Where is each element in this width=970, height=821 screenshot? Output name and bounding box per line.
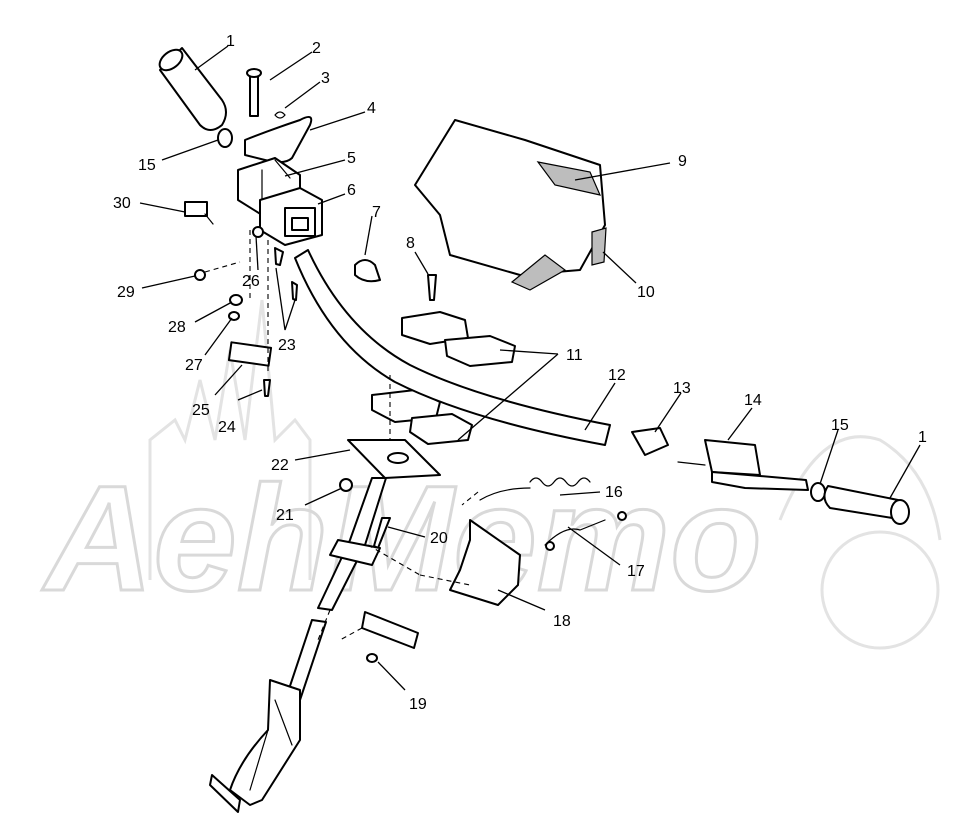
callout-25: 25	[192, 402, 210, 419]
callout-10: 10	[637, 284, 655, 301]
callout-26: 26	[242, 273, 260, 290]
right-grip	[823, 485, 910, 525]
callout-17: 17	[627, 563, 645, 580]
callout-6: 6	[347, 182, 356, 199]
callout-7: 7	[372, 204, 381, 221]
headlight-pod	[414, 119, 607, 291]
kill-switch	[184, 201, 214, 225]
callout-19: 19	[409, 696, 427, 713]
callout-15-left: 15	[138, 157, 156, 174]
callout-29: 29	[117, 284, 135, 301]
callout-14: 14	[744, 392, 762, 409]
callout-1-right: 1	[918, 429, 927, 446]
callout-4: 4	[367, 100, 376, 117]
callout-5: 5	[347, 150, 356, 167]
brake-master-cylinder	[677, 439, 809, 491]
left-grip	[158, 47, 227, 131]
watermark: AehMemo	[40, 299, 942, 650]
callout-28: 28	[168, 319, 186, 336]
callout-20: 20	[430, 530, 448, 547]
retaining-clip	[274, 111, 286, 119]
pivot-pin	[246, 68, 262, 117]
leader-lines	[139, 45, 921, 691]
right-end-plug	[810, 482, 826, 502]
wiring-harness	[479, 477, 627, 551]
callout-30: 30	[113, 195, 131, 212]
callout-18: 18	[553, 613, 571, 630]
switch-block	[259, 187, 323, 246]
watermark-text: AehMemo	[41, 454, 762, 622]
callout-3: 3	[321, 70, 330, 87]
handlebar-clamps	[371, 311, 516, 445]
steering-plate	[347, 439, 441, 479]
callout-16: 16	[605, 484, 623, 501]
watermark-motorcycle-outline	[778, 435, 942, 650]
callout-1-left: 1	[226, 33, 235, 50]
callout-24: 24	[218, 419, 236, 436]
callout-23: 23	[278, 337, 296, 354]
callout-13: 13	[673, 380, 691, 397]
callouts: 1 2 3 4 15 5 6 30 7 8 9 10 11 12 13 14 1…	[113, 33, 927, 713]
post-sleeve	[361, 611, 419, 663]
mounting-bracket-plate	[449, 519, 521, 606]
clamp-screw-top	[427, 274, 437, 301]
lock-nut	[339, 478, 353, 492]
callout-22: 22	[271, 457, 289, 474]
callout-15-right: 15	[831, 417, 849, 434]
callout-21: 21	[276, 507, 294, 524]
brake-lever-bracket	[631, 427, 669, 456]
switch-hardware	[194, 226, 298, 397]
callout-27: 27	[185, 357, 203, 374]
steering-post	[209, 477, 387, 813]
handlebar-tube	[294, 249, 611, 446]
throttle-lever	[244, 115, 313, 164]
assembly-lines	[204, 230, 479, 641]
callout-9: 9	[678, 153, 687, 170]
callout-11: 11	[566, 347, 583, 364]
cable-bracket	[354, 259, 381, 283]
callout-8: 8	[406, 235, 415, 252]
callout-12: 12	[608, 367, 626, 384]
callout-2: 2	[312, 40, 321, 57]
left-end-plug	[217, 128, 233, 148]
